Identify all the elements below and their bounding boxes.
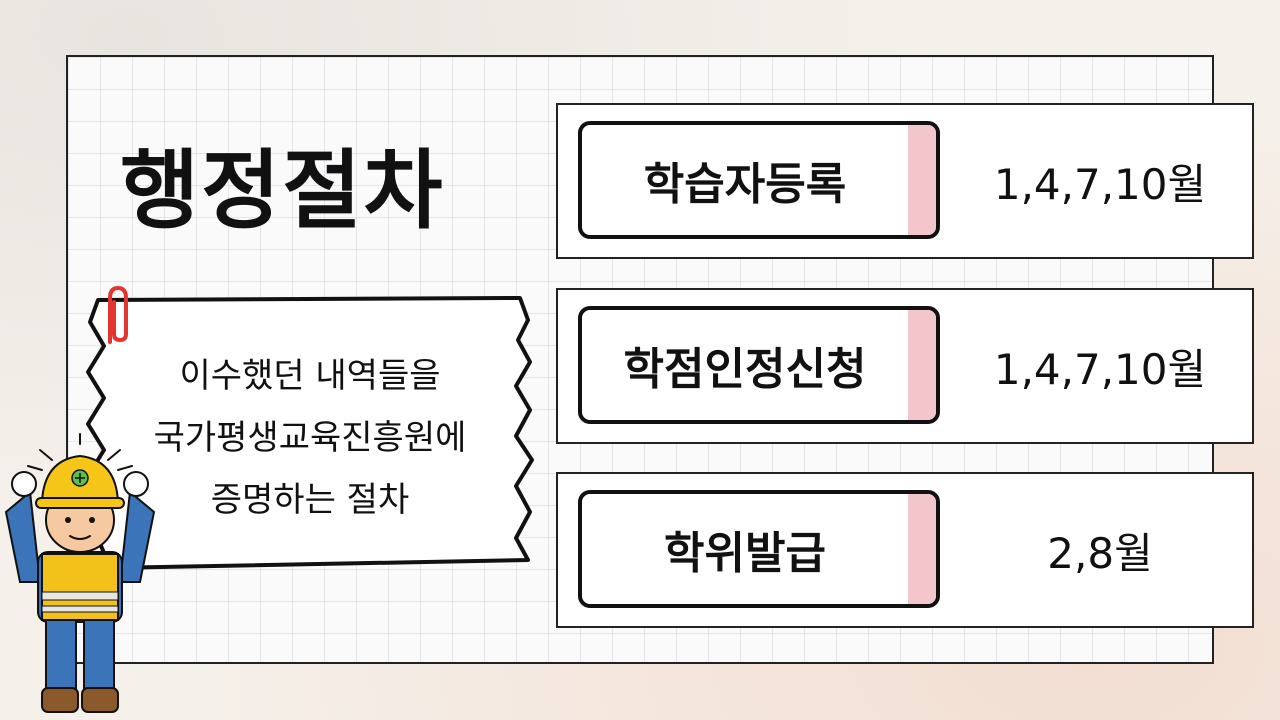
- procedure-label-box: 학점인정신청: [578, 306, 940, 424]
- note-line: 증명하는 절차: [210, 480, 410, 520]
- note-line: 국가평생교육진흥원에: [153, 418, 467, 458]
- procedure-label: 학위발급: [664, 528, 826, 579]
- torn-paper-shape: [86, 296, 534, 570]
- construction-worker-illustration: [4, 433, 156, 713]
- procedure-row-registration: 학습자등록 1,4,7,10월: [556, 103, 1254, 259]
- note-line: 이수했던 내역들을: [179, 356, 441, 396]
- procedure-label-box: 학습자등록: [578, 121, 940, 239]
- procedure-months: 2,8월: [1047, 528, 1153, 578]
- note-text: 이수했던 내역들을 국가평생교육진흥원에 증명하는 절차: [110, 345, 510, 531]
- procedure-label-box: 학위발급: [578, 490, 940, 608]
- procedure-months: 1,4,7,10월: [993, 344, 1207, 394]
- description-note: 이수했던 내역들을 국가평생교육진흥원에 증명하는 절차: [80, 285, 540, 575]
- procedure-label: 학점인정신청: [623, 344, 867, 395]
- procedure-row-degree-issue: 학위발급 2,8월: [556, 472, 1254, 628]
- paperclip-icon: [108, 285, 128, 344]
- procedure-months: 1,4,7,10월: [993, 159, 1207, 209]
- page-title: 행정절차: [120, 141, 445, 241]
- procedure-label: 학습자등록: [643, 159, 847, 210]
- procedure-row-credit-application: 학점인정신청 1,4,7,10월: [556, 288, 1254, 444]
